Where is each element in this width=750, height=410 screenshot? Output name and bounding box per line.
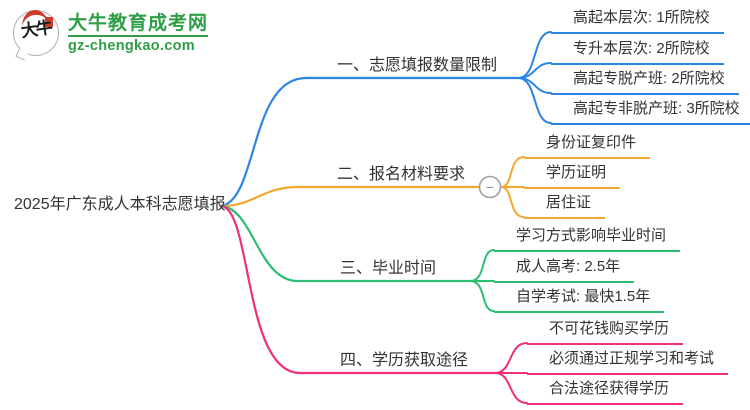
branch-2-leaf-1-connector [500, 156, 525, 188]
leaf-node[interactable]: 学习方式影响毕业时间 [494, 224, 681, 252]
leaf-node[interactable]: 学历证明 [524, 161, 621, 189]
branch-2-line [220, 185, 481, 208]
logo-divider [68, 34, 209, 37]
root-topic[interactable]: 2025年广东成人本科志愿填报 [14, 196, 226, 213]
site-name: 大牛教育成考网 [68, 12, 209, 34]
leaf-node[interactable]: 专升本层次: 2所院校 [551, 37, 724, 65]
branch-3-label[interactable]: 三、毕业时间 [340, 260, 437, 277]
logo-badge-icon: 大牛 [13, 7, 59, 61]
branch-1-leaf-4-connector [517, 77, 552, 124]
leaf-node[interactable]: 高起专非脱产班: 3所院校 [551, 97, 750, 125]
branch-3-leaf-1-connector [469, 249, 495, 282]
branch-3-line [220, 204, 472, 283]
branch-2-leaf-3-connector [500, 186, 525, 218]
branch-2-label[interactable]: 二、报名材料要求 [337, 166, 466, 183]
logo-red-seal-icon [45, 17, 53, 27]
leaf-node[interactable]: 自学考试: 最快1.5年 [494, 285, 665, 313]
site-domain: gz-chengkao.com [68, 37, 195, 54]
branch-4-label[interactable]: 四、学历获取途径 [340, 352, 469, 369]
leaf-node[interactable]: 身份证复印件 [524, 131, 651, 159]
leaf-node[interactable]: 不可花钱购买学历 [527, 317, 684, 345]
leaf-node[interactable]: 成人高考: 2.5年 [494, 255, 635, 283]
leaf-node[interactable]: 必须通过正规学习和考试 [527, 347, 729, 375]
branch-1-line [220, 76, 520, 208]
branch-4-line [220, 204, 497, 375]
branch-3-leaf-3-connector [469, 280, 495, 312]
collapse-toggle-button[interactable]: − [478, 175, 502, 199]
collapse-minus-icon: − [486, 179, 494, 195]
logo-text-block: 大牛教育成考网 gz-chengkao.com [68, 12, 209, 54]
site-logo[interactable]: 大牛 大牛教育成考网 gz-chengkao.com [13, 7, 209, 61]
leaf-node[interactable]: 合法途径获得学历 [527, 377, 684, 405]
logo-characters: 大牛 [19, 18, 53, 41]
leaf-node[interactable]: 高起专脱产班: 2所院校 [551, 67, 739, 95]
leaf-node[interactable]: 居住证 [524, 191, 606, 219]
branch-4-leaf-3-connector [494, 372, 528, 404]
branch-4-leaf-1-connector [494, 342, 528, 374]
branch-1-label[interactable]: 一、志愿填报数量限制 [337, 57, 498, 74]
leaf-node[interactable]: 高起本层次: 1所院校 [551, 6, 724, 34]
